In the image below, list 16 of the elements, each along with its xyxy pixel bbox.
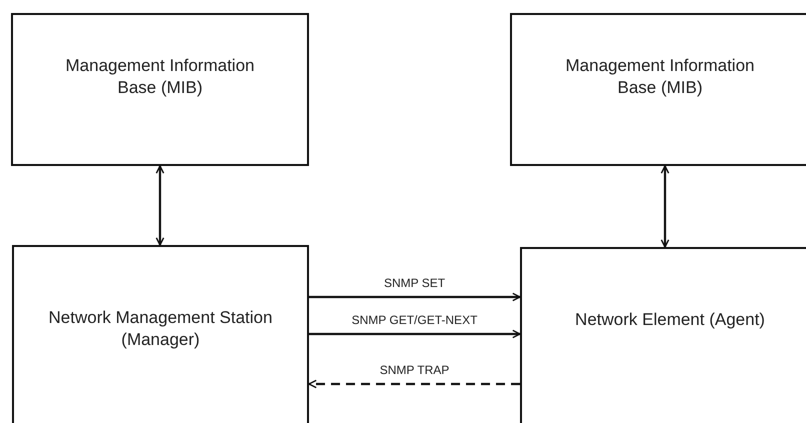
box-label: Network Element (Agent) (574, 309, 766, 331)
box-label: Management Information Base (MIB) (564, 55, 756, 100)
process-box (510, 13, 806, 166)
edge-label: SNMP SET (382, 276, 448, 290)
arrow (660, 165, 670, 248)
process-box (11, 13, 309, 166)
box-label: Network Management Station (Manager) (48, 307, 274, 352)
arrow (156, 165, 164, 246)
arrow (309, 292, 521, 302)
process-box (12, 245, 309, 423)
arrow (309, 330, 521, 338)
dashed-arrow (308, 380, 520, 388)
edge-label: SNMP GET/GET-NEXT (350, 313, 480, 327)
process-box (520, 247, 806, 423)
box-label: Management Information Base (MIB) (64, 55, 256, 100)
edge-label: SNMP TRAP (378, 363, 452, 377)
